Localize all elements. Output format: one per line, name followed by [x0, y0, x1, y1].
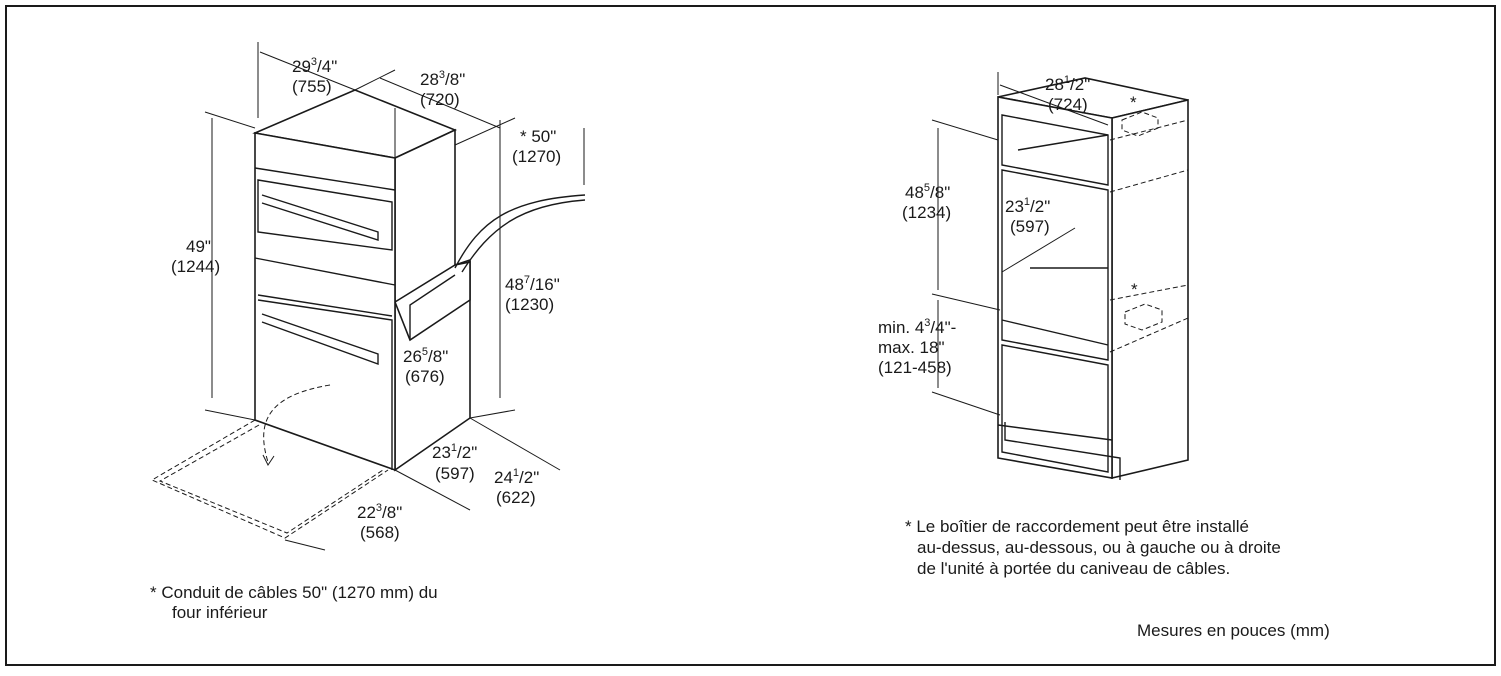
units-note: Mesures en pouces (mm) — [1137, 621, 1330, 640]
width-label: 231/2" — [432, 442, 477, 462]
gap-line2: max. 18" — [878, 338, 945, 357]
cabinet-depth-label: 231/2" — [1005, 196, 1050, 216]
side-height-label: 487/16" — [505, 274, 560, 294]
junction-box — [394, 261, 471, 342]
junction-box-top — [1121, 111, 1159, 137]
side-height-metric: (1230) — [505, 295, 554, 314]
door-depth-metric: (568) — [360, 523, 400, 542]
cabinet-width-metric: (724) — [1048, 95, 1088, 114]
top-width-label: 283/8" — [420, 69, 465, 89]
height-label: 49" — [186, 237, 211, 256]
cabinet-footnote-line1: * Le boîtier de raccordement peut être i… — [905, 517, 1249, 536]
lower-handle — [261, 313, 379, 365]
cabinet-width-label: 281/2" — [1045, 74, 1090, 94]
door-swing-floor — [150, 419, 389, 539]
cabinet-footnote-line2: au-dessus, au-dessous, ou à gauche ou à … — [917, 538, 1281, 557]
junction-star-side: * — [1131, 280, 1138, 299]
cabinet-depth-metric: (597) — [1010, 217, 1050, 236]
cabinet-height-label: 485/8" — [905, 182, 950, 202]
cabinet-height-metric: (1234) — [902, 203, 951, 222]
cabinet-side — [1111, 98, 1189, 480]
inner-width-metric: (676) — [405, 367, 445, 386]
depth-metric: (622) — [496, 488, 536, 507]
depth-label: 241/2" — [494, 467, 539, 487]
junction-box-side — [1124, 303, 1163, 331]
oven-footnote-line2: four inférieur — [172, 603, 268, 622]
conduit-label: * 50" — [520, 127, 556, 146]
diagram-border — [5, 5, 1496, 666]
junction-star-top: * — [1130, 93, 1137, 112]
inner-width-label: 265/8" — [403, 346, 448, 366]
cabinet-front — [997, 96, 1113, 479]
oven-footnote-line1: * Conduit de câbles 50" (1270 mm) du — [150, 583, 438, 602]
cabinet-footnote-line3: de l'unité à portée du caniveau de câble… — [917, 559, 1230, 578]
width-metric: (597) — [435, 464, 475, 483]
gap-line1: min. 43/4"- — [878, 317, 956, 337]
top-width-metric: (720) — [420, 90, 460, 109]
cabinet-drawing — [931, 72, 1189, 480]
upper-handle — [261, 194, 379, 241]
oven-drawing — [150, 42, 586, 551]
height-metric: (1244) — [171, 257, 220, 276]
cabinet-dimension-labels: 281/2" (724) * * 485/8" (1234) 231/2" (5… — [878, 74, 1330, 640]
oven-dimension-labels: 293/4" (755) 283/8" (720) * 50" (1270) 4… — [150, 56, 561, 622]
top-depth-metric: (755) — [292, 77, 332, 96]
gap-metric: (121-458) — [878, 358, 952, 377]
conduit-metric: (1270) — [512, 147, 561, 166]
cable-conduit — [454, 194, 586, 269]
top-depth-label: 293/4" — [292, 56, 337, 76]
door-swing-arrow — [263, 384, 331, 463]
door-depth-label: 223/8" — [357, 502, 402, 522]
